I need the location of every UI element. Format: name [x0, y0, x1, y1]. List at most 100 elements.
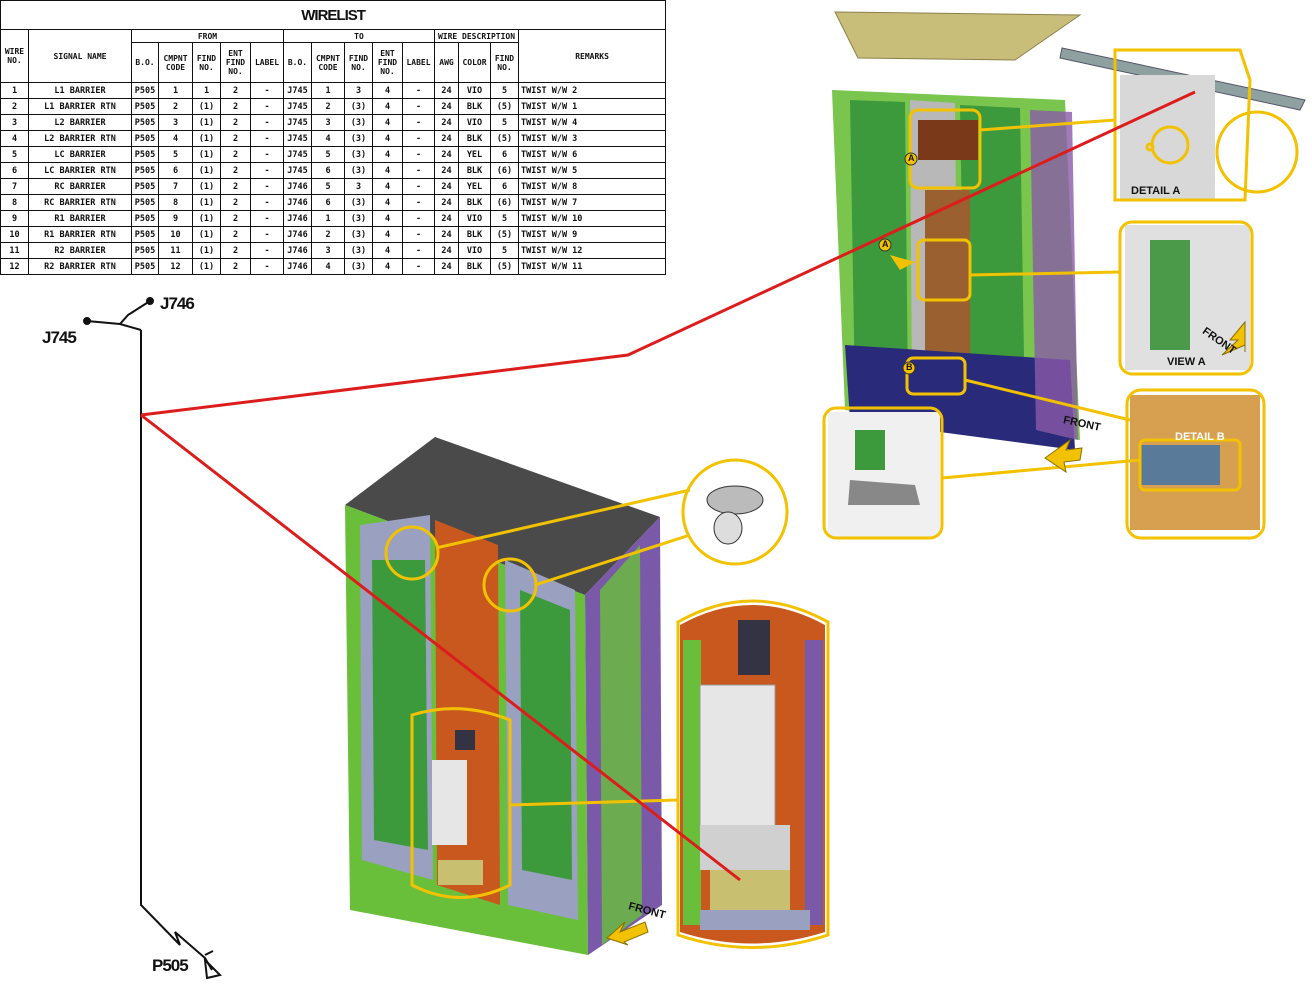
detail-a-label: DETAIL A [1131, 185, 1181, 197]
header-from-label: LABEL [250, 42, 284, 83]
callout-psu-frame [410, 707, 512, 899]
detail-b-label: DETAIL B [1175, 431, 1225, 443]
header-remarks: REMARKS [517, 29, 667, 83]
cell-to-find-no: (3) [344, 258, 373, 275]
detail-a-plate [1120, 75, 1215, 200]
left-card-rack [372, 560, 428, 850]
cell-wire-no: 12 [0, 258, 29, 275]
cell-from-label: - [250, 258, 284, 275]
linkage-arm [848, 480, 920, 505]
markers [878, 152, 918, 375]
j745-connector-dot [83, 317, 91, 325]
card-column-left [850, 100, 908, 400]
cell-remarks: TWIST W/W 11 [517, 258, 667, 275]
cell-to-bo: J746 [283, 258, 312, 275]
bracket-zoom-icon [706, 485, 764, 545]
leader-bracket-1 [435, 488, 691, 550]
callout-highlights-bottom [384, 458, 830, 949]
connector-label-j745: J745 [42, 328, 77, 347]
header-wire-find: FIND NO. [490, 42, 519, 83]
detail-b-mechanism [1140, 445, 1220, 485]
wirelist-title: WIRELIST [0, 0, 667, 30]
fan-unit [455, 730, 475, 750]
cabinet-illustration [345, 437, 662, 955]
front-arrow-view-a-icon [1221, 320, 1246, 356]
connector-label-j746: J746 [160, 294, 195, 313]
detail-a-zoom-circle [1215, 110, 1299, 194]
leader-linkage [941, 458, 1141, 480]
callout-box-a [908, 108, 982, 190]
inset-power-supply [680, 605, 825, 944]
wire-route-lines [140, 90, 1196, 882]
header-from-bo: B.O. [131, 42, 159, 83]
exploded-cabinet-illustration [828, 11, 1306, 537]
connector-label-p505: P505 [152, 956, 189, 975]
cabinet-top-panel [834, 11, 1082, 61]
header-wire-no: WIRE NO. [0, 29, 29, 83]
inset-frame [676, 599, 830, 949]
j746-connector-dot [146, 297, 154, 305]
header-to-bo: B.O. [283, 42, 312, 83]
view-a-label: VIEW A [1167, 356, 1206, 368]
wire-route-to-psu [140, 413, 741, 882]
lower-board [438, 860, 483, 885]
cell-to-ent-find-no: 4 [372, 258, 403, 275]
callout-highlights-top [822, 48, 1299, 540]
front-arrow-top-icon [1044, 438, 1083, 474]
view-a-arrow-icon [890, 255, 915, 270]
marker-a-detail: A [908, 153, 915, 163]
view-a-board-2 [1150, 290, 1190, 350]
header-to-find: FIND NO. [344, 42, 373, 83]
detail-b-inner-frame [1138, 438, 1242, 492]
marker-a-view: A [882, 239, 889, 249]
inset-heatsink [700, 825, 790, 870]
harness-trunk [140, 330, 213, 971]
bracket-zoom-circle [681, 458, 789, 566]
center-bracket [918, 120, 978, 160]
cabinet-roof [345, 437, 660, 595]
inset-board [710, 870, 790, 910]
header-color: COLOR [458, 42, 491, 83]
header-signal-name: SIGNAL NAME [28, 29, 132, 83]
leader-bracket-2 [534, 533, 691, 587]
cell-signal-name: R2 BARRIER RTN [28, 258, 132, 275]
cell-to-label: - [402, 258, 435, 275]
callout-box-b [905, 356, 967, 396]
view-a-frame [1118, 220, 1254, 376]
right-card-rack [520, 590, 572, 880]
right-side-panel [1030, 110, 1078, 440]
leader-psu [509, 798, 679, 807]
leader-view-a [969, 270, 1121, 277]
power-supply [432, 760, 467, 845]
leader-a [979, 118, 1116, 132]
harness-schematic [83, 297, 222, 980]
header-from-cmpnt: CMPNT CODE [158, 42, 193, 83]
linkage-frame [822, 406, 944, 540]
p505-connector-symbol [203, 957, 222, 980]
p505-tick [204, 950, 214, 956]
side-frame [600, 545, 642, 945]
card-column-right [960, 105, 1025, 420]
header-awg: AWG [434, 42, 459, 83]
marker-b: B [906, 362, 913, 372]
wirelist-table: WIRELIST WIRE NO. SIGNAL NAME FROM TO WI… [0, 0, 667, 275]
wire-route-to-detail-a [140, 90, 1196, 417]
header-to-label: LABEL [402, 42, 435, 83]
cell-awg: 24 [434, 258, 459, 275]
linkage-cards [855, 430, 885, 470]
front-arrow-bottom-icon [606, 921, 649, 946]
harness-branch-j745 [86, 320, 142, 331]
leader-b [964, 378, 1131, 422]
